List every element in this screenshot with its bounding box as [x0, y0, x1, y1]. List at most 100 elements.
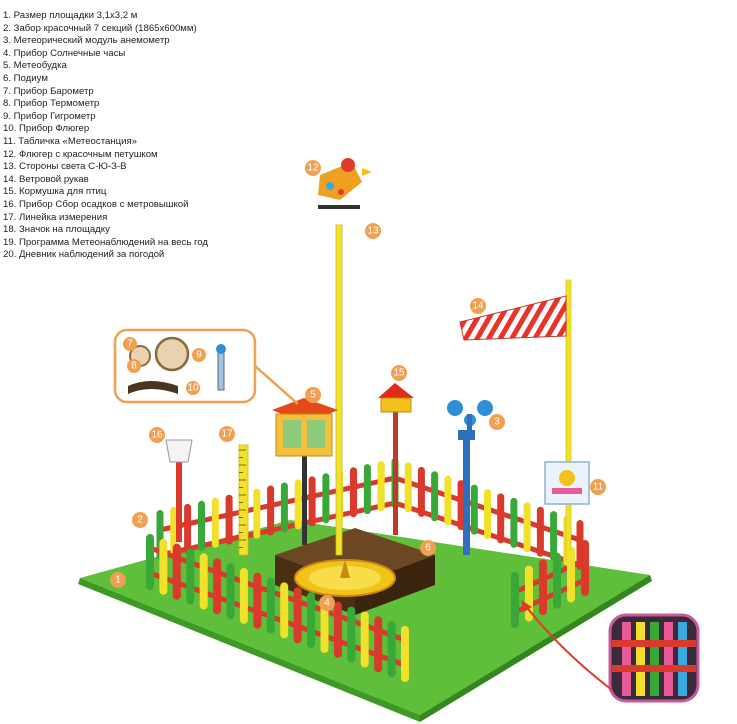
- legend-item: 6. Подиум: [3, 72, 48, 84]
- legend-item: 15. Кормушка для птиц: [3, 186, 107, 198]
- bird-feeder: [378, 383, 414, 535]
- fence-picket: [159, 538, 168, 595]
- fence-picket: [293, 587, 302, 644]
- callout-4: 4: [319, 595, 335, 611]
- callout-12-label: 12: [307, 163, 319, 174]
- callout-4-label: 4: [324, 598, 330, 609]
- legend-item: 12. Флюгер с красочным петушком: [3, 148, 158, 160]
- fence-front-pickets: [146, 534, 409, 682]
- fence-picket: [553, 552, 561, 609]
- instruments-callout: [113, 328, 299, 405]
- fence-picket: [387, 621, 396, 678]
- fence-picket: [539, 559, 547, 616]
- fence-picket: [225, 494, 233, 545]
- callout-8: 8: [127, 359, 141, 373]
- callout-1: 1: [110, 572, 126, 588]
- windsock: [459, 279, 572, 561]
- fence-picket: [199, 553, 208, 610]
- legend-item: 13. Стороны света С-Ю-З-В: [3, 161, 127, 173]
- fence-picket: [457, 480, 465, 531]
- legend-item: 19. Программа Метеонаблюдений на весь го…: [3, 236, 208, 248]
- fence-right-pickets: [511, 540, 589, 628]
- fence-picket: [172, 543, 181, 600]
- fence-picket: [523, 502, 531, 553]
- callout-5: 5: [305, 387, 321, 403]
- callout-16: 16: [149, 427, 165, 443]
- callout-5-label: 5: [310, 390, 316, 401]
- callout-2-label: 2: [137, 515, 143, 526]
- measuring-ruler: [238, 444, 249, 556]
- callout-10: 10: [186, 381, 200, 395]
- callout-17-label: 17: [221, 429, 233, 440]
- legend-item: 4. Прибор Солнечные часы: [3, 47, 126, 59]
- callout-6: 6: [420, 540, 436, 556]
- fence-picket: [239, 567, 248, 624]
- fence-picket: [536, 506, 544, 557]
- callout-12: 12: [305, 160, 321, 176]
- fence-picket: [404, 462, 412, 513]
- legend-item: 3. Метеорический модуль анемометр: [3, 35, 170, 47]
- fence-picket: [363, 464, 371, 515]
- fence-picket: [211, 497, 219, 548]
- fence-picket: [308, 476, 316, 527]
- legend-item: 17. Линейка измерения: [3, 211, 108, 223]
- fence-picket: [267, 485, 275, 536]
- legend-item: 16. Прибор Сбор осадков с метровышкой: [3, 198, 189, 210]
- fence-picket: [253, 572, 262, 629]
- callout-markers: 1 2 3 4 5 6 7 8 9 10 11 12 13 14 15 16 1…: [110, 160, 606, 611]
- fence-picket: [226, 563, 235, 620]
- fence-picket: [198, 500, 205, 551]
- grass-edge: [78, 578, 420, 722]
- callout-17: 17: [219, 426, 235, 442]
- fence-picket: [347, 606, 356, 663]
- legend-item: 18. Значок на площадку: [3, 224, 110, 236]
- fence-picket: [510, 497, 518, 548]
- callout-8-label: 8: [131, 361, 137, 372]
- fence-picket: [377, 461, 385, 512]
- fence-picket: [444, 475, 452, 526]
- grass-edge-right: [420, 575, 652, 722]
- callout-11-label: 11: [593, 482, 604, 493]
- fence-picket: [567, 546, 575, 603]
- fence-picket: [470, 484, 478, 535]
- ruler-ticks: [239, 449, 246, 548]
- legend-item: 10. Прибор Флюгер: [3, 123, 90, 135]
- meteostation-sign: [544, 461, 590, 505]
- fence-picket: [581, 540, 589, 596]
- callout-15-label: 15: [393, 368, 405, 379]
- fence-picket: [401, 626, 409, 682]
- callout-2: 2: [132, 512, 148, 528]
- fence-picket: [307, 592, 316, 649]
- callout-11: 11: [590, 479, 606, 495]
- weathervane-pole: [318, 158, 372, 556]
- legend-list: 1. Размер площадки 3,1х3,2 м 2. Забор кр…: [3, 10, 333, 262]
- fence-picket: [280, 582, 289, 639]
- rain-gauge: [165, 439, 193, 542]
- fence-picket: [417, 466, 425, 517]
- fence-picket: [253, 488, 261, 539]
- fence-picket: [550, 511, 558, 562]
- callout-16-label: 16: [151, 430, 163, 441]
- fence-picket: [322, 473, 330, 524]
- callout-3-label: 3: [494, 417, 500, 428]
- fence-picket: [184, 503, 192, 554]
- legend-item: 14. Ветровой рукав: [3, 173, 89, 185]
- callout-13-label: 13: [367, 226, 379, 237]
- callout-3: 3: [489, 414, 505, 430]
- legend-item: 2. Забор красочный 7 секций (1865х600мм): [3, 22, 197, 34]
- callout-15: 15: [391, 365, 407, 381]
- fence-picket: [333, 601, 342, 658]
- legend-item: 11. Табличка «Метеостанция»: [3, 135, 137, 147]
- fence-picket: [146, 534, 154, 590]
- fence-picket: [280, 482, 288, 533]
- legend-item: 8. Прибор Термометр: [3, 98, 100, 110]
- fence-picket: [294, 479, 302, 530]
- fence-picket: [360, 611, 369, 668]
- fence-picket: [374, 616, 383, 673]
- fence-picket: [213, 558, 222, 615]
- fence-picket: [484, 489, 491, 539]
- fence-picket: [266, 577, 275, 634]
- legend-item: 20. Дневник наблюдений за погодой: [3, 249, 165, 261]
- fence-detail-inset: [521, 600, 700, 703]
